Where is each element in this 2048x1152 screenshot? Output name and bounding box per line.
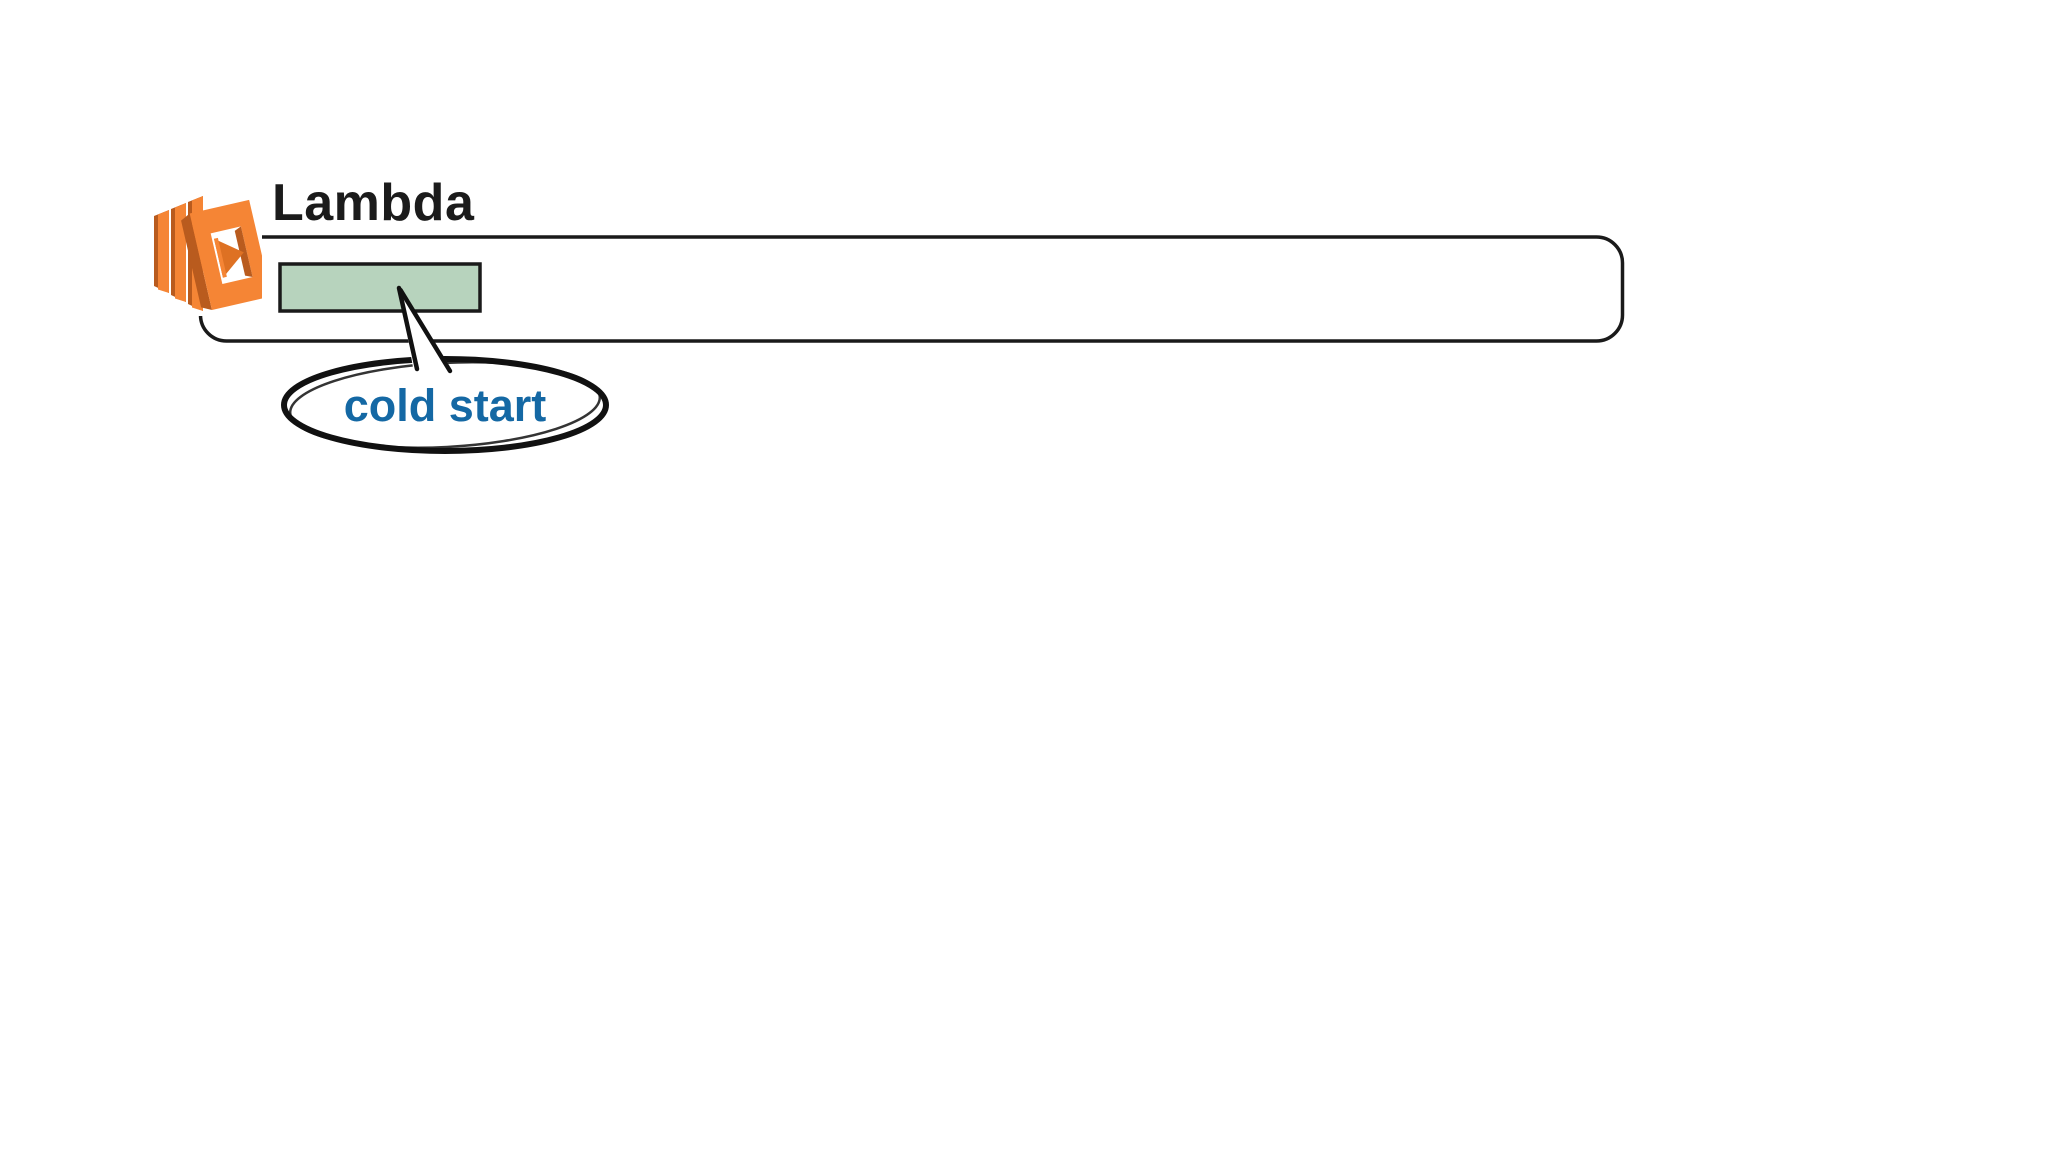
speech-bubble-tail-left-stroke: [396, 285, 420, 372]
speech-bubble-label: cold start: [343, 380, 547, 431]
aws-lambda-icon: [150, 183, 262, 316]
speech-bubble-tail-right-stroke: [398, 287, 453, 374]
lambda-icon-frame: [181, 199, 262, 311]
cold-start-segment: [278, 262, 482, 313]
speech-bubble: [281, 285, 609, 454]
service-title: Lambda: [272, 174, 475, 232]
